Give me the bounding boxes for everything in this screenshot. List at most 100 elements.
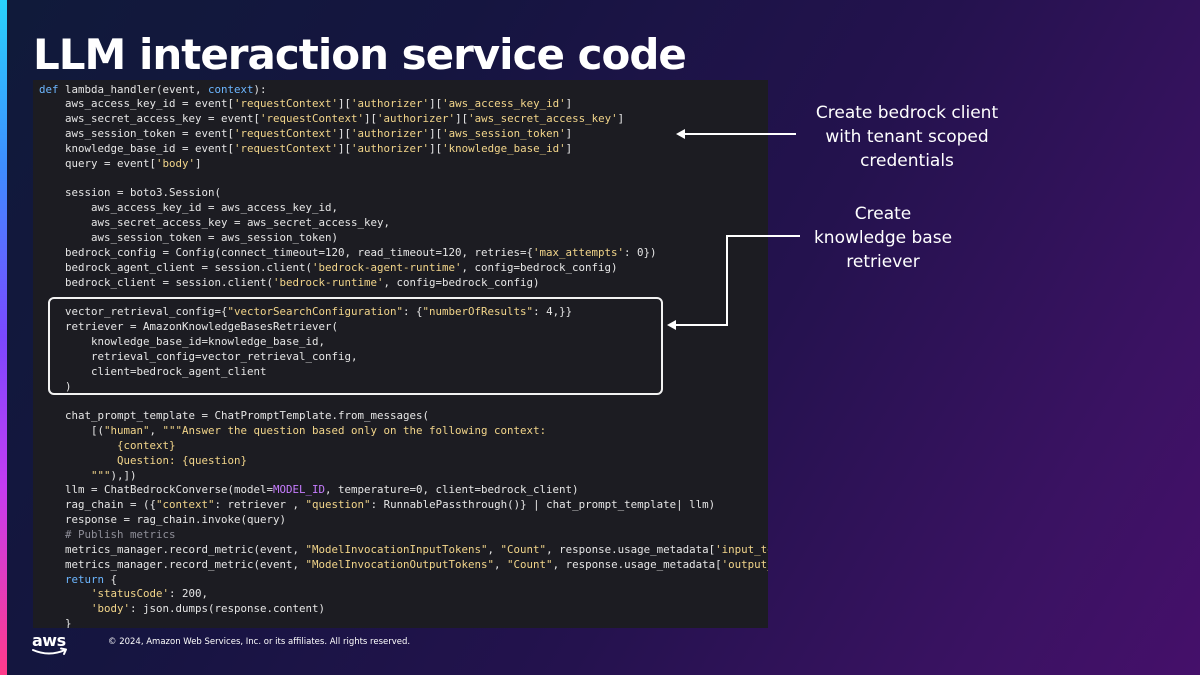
code-token: "vectorSearchConfiguration"	[227, 305, 404, 319]
code-line: """),])	[39, 468, 137, 483]
arrow-bedrock-client-line	[684, 133, 796, 135]
code-token: : RunnablePassthrough()} | chat_prompt_t…	[370, 498, 716, 512]
code-token: aws_secret_access_key = event[	[39, 112, 261, 126]
code-line: knowledge_base_id = event['requestContex…	[39, 141, 572, 156]
code-token: bedrock_client = session.client(	[39, 275, 274, 289]
code-line: )	[39, 379, 72, 394]
code-token: aws_access_key_id = event[	[39, 97, 235, 111]
code-token: 'aws_secret_access_key'	[468, 112, 618, 126]
code-token: 'knowledge_base_id'	[442, 141, 566, 155]
code-line: metrics_manager.record_metric(event, "Mo…	[39, 557, 768, 572]
code-token: llm = ChatBedrockConverse(model=	[39, 483, 274, 497]
code-line: query = event['body']	[39, 156, 202, 171]
code-token: # Publish metrics	[39, 528, 176, 541]
code-token: "human"	[104, 424, 150, 438]
code-token: 'authorizer'	[351, 141, 430, 155]
code-token: : 4,}}	[533, 305, 573, 319]
code-token: [(	[39, 424, 105, 438]
code-line: 'statusCode': 200,	[39, 586, 208, 601]
code-token: aws_secret_access_key = aws_secret_acces…	[39, 216, 391, 230]
arrow-kb-retriever-bottom	[675, 324, 728, 326]
code-token: knowledge_base_id = event[	[39, 141, 235, 155]
code-line: aws_access_key_id = aws_access_key_id,	[39, 200, 338, 215]
code-line: chat_prompt_template = ChatPromptTemplat…	[39, 408, 429, 423]
code-token: query = event[	[39, 156, 157, 170]
code-token: 'bedrock-agent-runtime'	[312, 260, 462, 274]
code-token: ][	[429, 127, 443, 141]
code-token: 'requestContext'	[234, 141, 339, 155]
code-token: ]	[565, 141, 573, 155]
code-token: "context"	[156, 498, 215, 512]
code-token: aws_session_token = aws_session_token)	[39, 231, 339, 244]
annotation-kb-retriever: Create knowledge base retriever	[797, 202, 969, 274]
code-token: ,	[149, 424, 163, 438]
code-line: return {	[39, 572, 117, 587]
code-token: 'body'	[156, 156, 196, 170]
code-token: ][	[429, 141, 443, 155]
code-panel: def lambda_handler(event, context): aws_…	[33, 80, 768, 628]
code-token: response = rag_chain.invoke(query)	[39, 513, 287, 527]
code-token: ):	[253, 82, 267, 96]
code-line: retriever = AmazonKnowledgeBasesRetrieve…	[39, 319, 338, 334]
code-line: rag_chain = ({"context": retriever , "qu…	[39, 497, 715, 512]
code-token: ]	[195, 156, 202, 170]
code-token: 'requestContext'	[260, 112, 365, 126]
code-token: context	[208, 82, 254, 96]
code-line: response = rag_chain.invoke(query)	[39, 512, 286, 527]
code-line: bedrock_agent_client = session.client('b…	[39, 260, 618, 275]
annotation-line: retriever	[846, 252, 920, 272]
annotation-line: knowledge base	[813, 228, 953, 248]
code-token: : retriever ,	[214, 498, 306, 512]
code-token: : {	[403, 305, 423, 319]
code-token: bedrock_agent_client = session.client(	[39, 260, 313, 274]
arrow-kb-retriever-top	[726, 235, 800, 237]
code-token: : 0})	[624, 245, 657, 259]
code-line: bedrock_client = session.client('bedrock…	[39, 275, 540, 290]
code-line: bedrock_config = Config(connect_timeout=…	[39, 245, 657, 260]
code-token: ,	[487, 542, 501, 556]
annotation-line: credentials	[860, 151, 954, 171]
code-line: vector_retrieval_config={"vectorSearchCo…	[39, 304, 572, 319]
code-line: {context}	[39, 438, 176, 453]
accent-stripe	[0, 0, 7, 675]
code-token: vector_retrieval_config={	[39, 305, 228, 319]
annotation-line: Create bedrock client	[815, 103, 999, 123]
code-token: retriever = AmazonKnowledgeBasesRetrieve…	[39, 320, 339, 334]
annotation-line: Create	[854, 204, 912, 224]
code-token: ]	[565, 97, 573, 111]
code-line: client=bedrock_agent_client	[39, 364, 267, 379]
code-token: ][	[338, 141, 352, 155]
code-token: 'input_tokens'	[715, 542, 768, 556]
code-token: 'bedrock-runtime'	[273, 275, 384, 289]
code-token: "ModelInvocationOutputTokens"	[305, 557, 495, 571]
code-token: 'aws_session_token'	[442, 127, 566, 141]
code-token: def	[39, 82, 66, 96]
code-line: Question: {question}	[39, 453, 247, 468]
code-token: client=bedrock_agent_client	[39, 364, 267, 378]
code-token: 'requestContext'	[234, 127, 339, 141]
code-line: llm = ChatBedrockConverse(model=MODEL_ID…	[39, 482, 579, 497]
code-token: : 200,	[169, 587, 209, 601]
code-token: ][	[455, 112, 469, 126]
code-token: ]	[565, 127, 573, 141]
code-token: 'aws_access_key_id'	[442, 97, 566, 111]
code-token: return	[39, 572, 111, 586]
code-token: , temperature=0, client=bedrock_client)	[325, 483, 579, 497]
code-token: ]	[617, 112, 625, 126]
code-token	[39, 587, 91, 600]
code-token: session = boto3.Session(	[39, 186, 222, 200]
code-token: lambda_handler(event,	[65, 82, 209, 96]
code-token: bedrock_config = Config(connect_timeout=…	[39, 245, 534, 259]
code-token: rag_chain = ({	[39, 498, 157, 512]
code-line: retrieval_config=vector_retrieval_config…	[39, 349, 358, 364]
aws-smile-icon	[32, 647, 67, 655]
code-token: 'authorizer'	[351, 97, 430, 111]
code-token: 'requestContext'	[234, 97, 339, 111]
aws-logo: aws	[30, 631, 70, 657]
code-line: knowledge_base_id=knowledge_base_id,	[39, 334, 325, 349]
code-token: 'statusCode'	[91, 587, 170, 601]
annotation-line: with tenant scoped	[825, 127, 989, 147]
code-token: """	[39, 468, 111, 482]
copyright-notice: © 2024, Amazon Web Services, Inc. or its…	[108, 637, 411, 647]
code-token: 'max_attempts'	[533, 245, 625, 259]
